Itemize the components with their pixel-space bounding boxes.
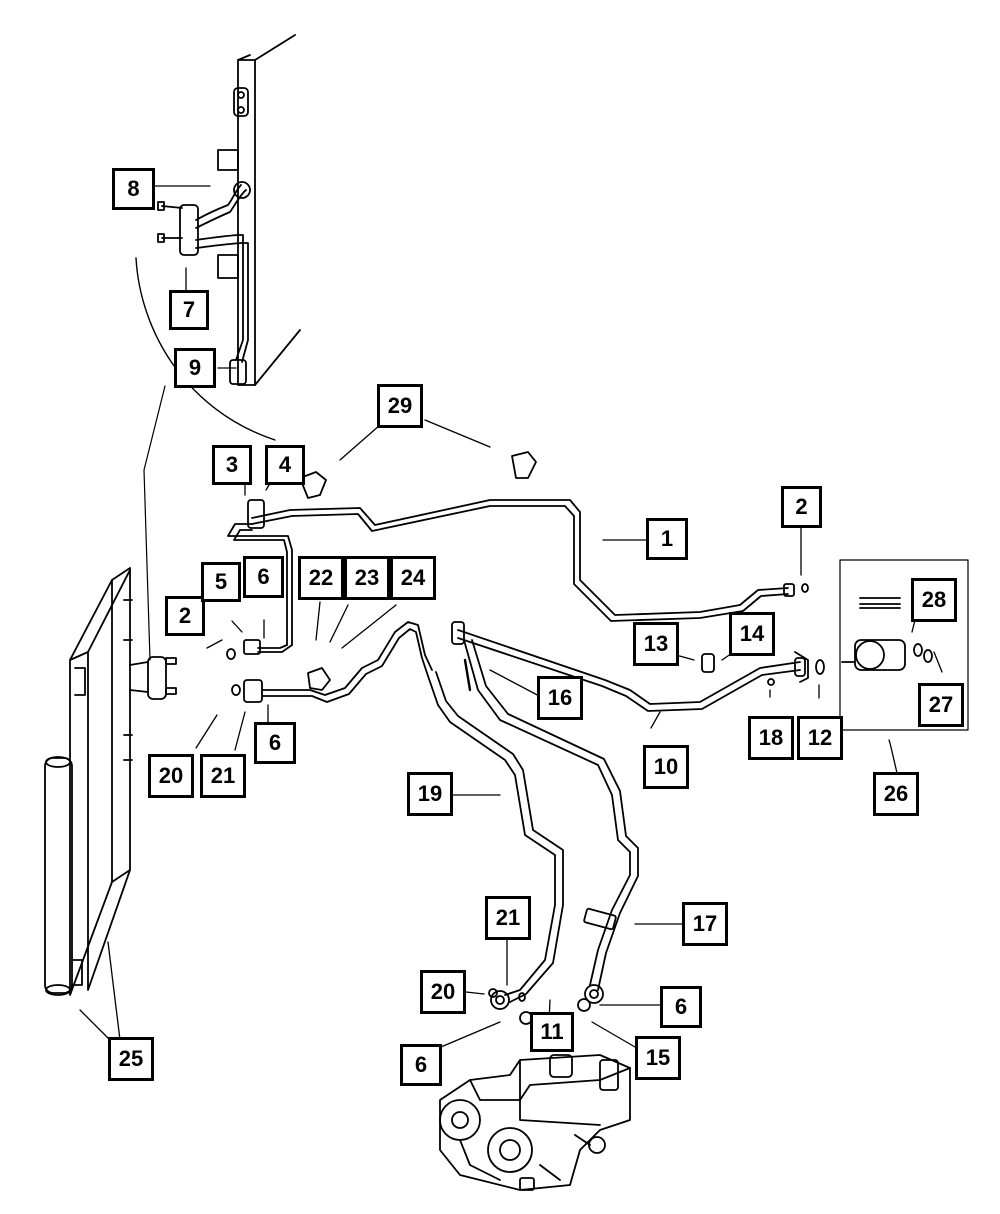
callout-6-upper-left[interactable]: 6	[243, 556, 284, 598]
callout-12[interactable]: 12	[797, 716, 843, 760]
callout-26[interactable]: 26	[873, 772, 919, 816]
callout-18[interactable]: 18	[748, 716, 794, 760]
callout-21-bottom[interactable]: 21	[485, 896, 531, 940]
callout-14[interactable]: 14	[729, 612, 775, 656]
callout-2-left[interactable]: 2	[165, 596, 205, 636]
callout-23[interactable]: 23	[344, 556, 390, 600]
detail-condenser-edge	[135, 34, 301, 661]
callout-24[interactable]: 24	[390, 556, 436, 600]
callout-8[interactable]: 8	[112, 168, 155, 210]
callout-9[interactable]: 9	[174, 348, 216, 388]
callout-17[interactable]: 17	[682, 902, 728, 946]
callout-16[interactable]: 16	[537, 676, 583, 720]
callout-7[interactable]: 7	[169, 290, 209, 330]
callout-13[interactable]: 13	[633, 622, 679, 666]
callout-21-left[interactable]: 21	[200, 754, 246, 798]
callout-20-bottom[interactable]: 20	[420, 970, 466, 1014]
callout-19[interactable]: 19	[407, 772, 453, 816]
callout-25[interactable]: 25	[108, 1037, 154, 1081]
callout-5[interactable]: 5	[201, 562, 241, 602]
callout-29[interactable]: 29	[377, 384, 423, 428]
callout-20-left[interactable]: 20	[148, 754, 194, 798]
compressor	[439, 1054, 631, 1191]
callout-3[interactable]: 3	[212, 445, 252, 485]
callout-28[interactable]: 28	[911, 578, 957, 622]
callout-4[interactable]: 4	[265, 445, 305, 485]
line-19	[427, 671, 564, 1010]
line-17	[463, 639, 639, 1004]
line-10	[243, 621, 806, 712]
callout-2-top-right[interactable]: 2	[781, 486, 822, 528]
callout-1[interactable]: 1	[646, 518, 688, 560]
callout-6-bottom-left[interactable]: 6	[400, 1044, 442, 1086]
callout-22[interactable]: 22	[298, 556, 344, 600]
line-1	[227, 499, 795, 655]
callout-27[interactable]: 27	[918, 683, 964, 727]
inset-frame-26	[839, 559, 969, 731]
condenser	[44, 567, 177, 996]
callout-6-mid-left[interactable]: 6	[254, 722, 296, 764]
callout-15[interactable]: 15	[635, 1036, 681, 1080]
callout-6-bottom-right[interactable]: 6	[660, 986, 702, 1028]
callout-11[interactable]: 11	[530, 1012, 574, 1052]
callout-10[interactable]: 10	[643, 745, 689, 789]
